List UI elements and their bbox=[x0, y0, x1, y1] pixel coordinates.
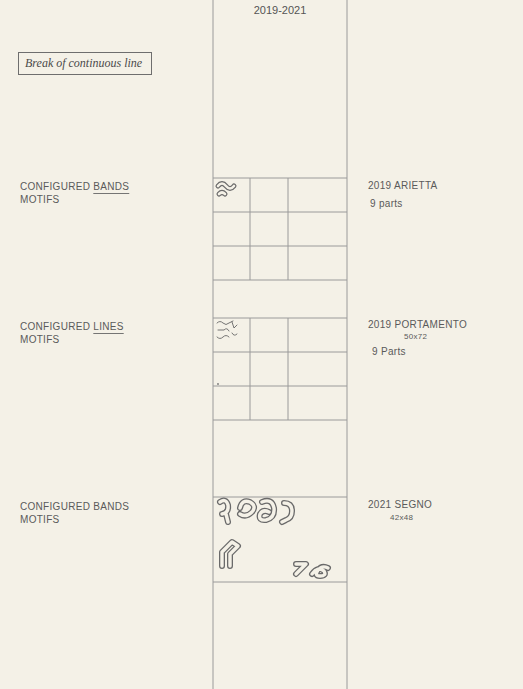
work-title: 2019 PORTAMENTO bbox=[368, 319, 518, 332]
grid-frame bbox=[213, 318, 347, 420]
part-count: 9 parts bbox=[370, 198, 510, 211]
dimensions: 42x48 bbox=[390, 513, 500, 523]
band-motif bbox=[218, 184, 234, 195]
work-title: 2019 ARIETTA bbox=[368, 180, 518, 193]
band-motif bbox=[220, 501, 328, 576]
pencil-dot bbox=[217, 383, 219, 385]
line-motif bbox=[217, 321, 237, 339]
category-label: CONFIGURED LINES MOTIFS bbox=[20, 321, 145, 346]
work-title: 2021 SEGNO bbox=[368, 499, 518, 512]
dimensions: 50x72 bbox=[404, 332, 514, 342]
category-label: CONFIGURED BANDS MOTIFS bbox=[20, 501, 145, 526]
part-count: 9 Parts bbox=[372, 346, 512, 359]
bracketed-note: Break of continuous line bbox=[18, 52, 152, 75]
underline bbox=[93, 193, 129, 194]
column-line bbox=[213, 0, 214, 689]
note-text: Break of continuous line bbox=[25, 56, 145, 71]
column-line bbox=[347, 0, 348, 689]
grid-frame bbox=[213, 178, 347, 280]
grid-frame bbox=[213, 497, 347, 582]
date-range-heading: 2019-2021 bbox=[213, 4, 347, 18]
category-label: CONFIGURED BANDS MOTIFS bbox=[20, 181, 145, 206]
underline bbox=[93, 333, 123, 334]
